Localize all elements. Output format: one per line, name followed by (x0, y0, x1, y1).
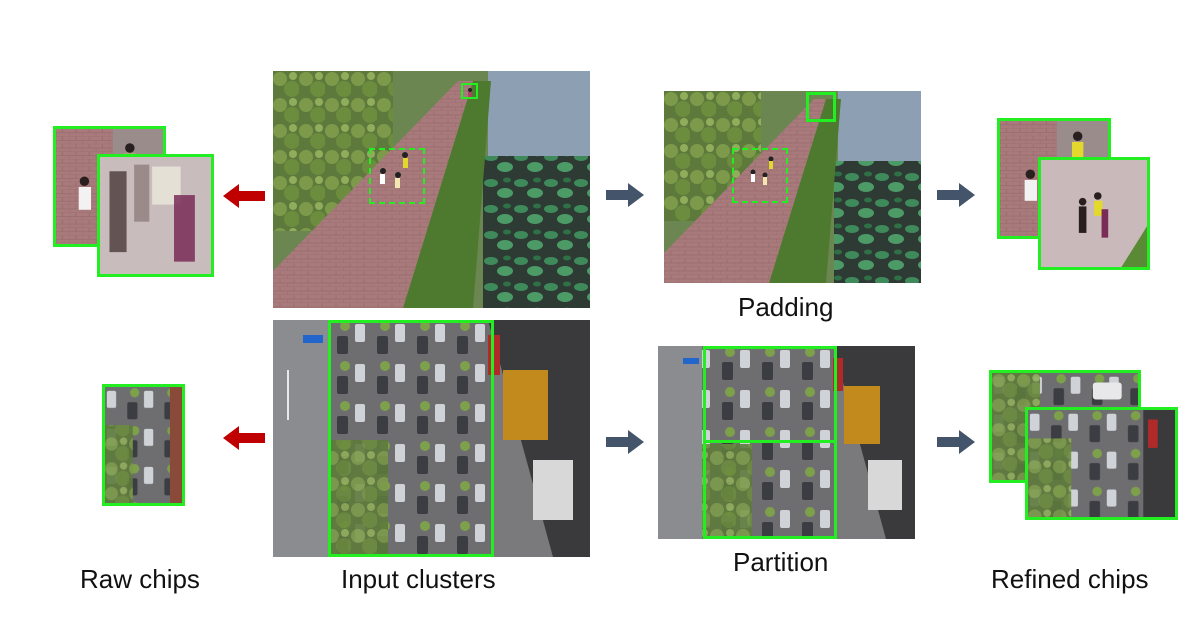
padding-image (664, 91, 921, 283)
arrow-right-slate-icon (937, 183, 975, 207)
arrow-right-slate-icon (606, 183, 644, 207)
input-clusters-label: Input clusters (341, 564, 496, 594)
cluster-box-parking (328, 320, 494, 557)
padding-box-expanded (806, 92, 836, 122)
refined-chips-label: Refined chips (991, 564, 1149, 594)
arrow-right-slate-icon (606, 430, 644, 454)
raw-chips-label: Raw chips (80, 564, 200, 594)
refined-chip-pedestrian-front (1038, 157, 1150, 270)
raw-chip-pedestrian-front (97, 154, 214, 277)
padding-box-dotted (732, 148, 788, 203)
partition-box-top (703, 346, 837, 443)
cluster-box-small-far (461, 83, 478, 99)
padding-label: Padding (738, 292, 834, 322)
input-image-parking (273, 320, 590, 557)
arrow-right-slate-icon (937, 430, 975, 454)
raw-chip-parking (102, 384, 185, 506)
refined-chip-parking-front (1025, 407, 1178, 520)
input-image-pedestrians (273, 71, 590, 308)
partition-label: Partition (733, 547, 829, 577)
arrow-left-red-icon (223, 426, 265, 450)
cluster-box-dotted-pedestrians (369, 148, 425, 204)
arrow-left-red-icon (223, 184, 265, 208)
partition-box-bottom (703, 440, 837, 539)
